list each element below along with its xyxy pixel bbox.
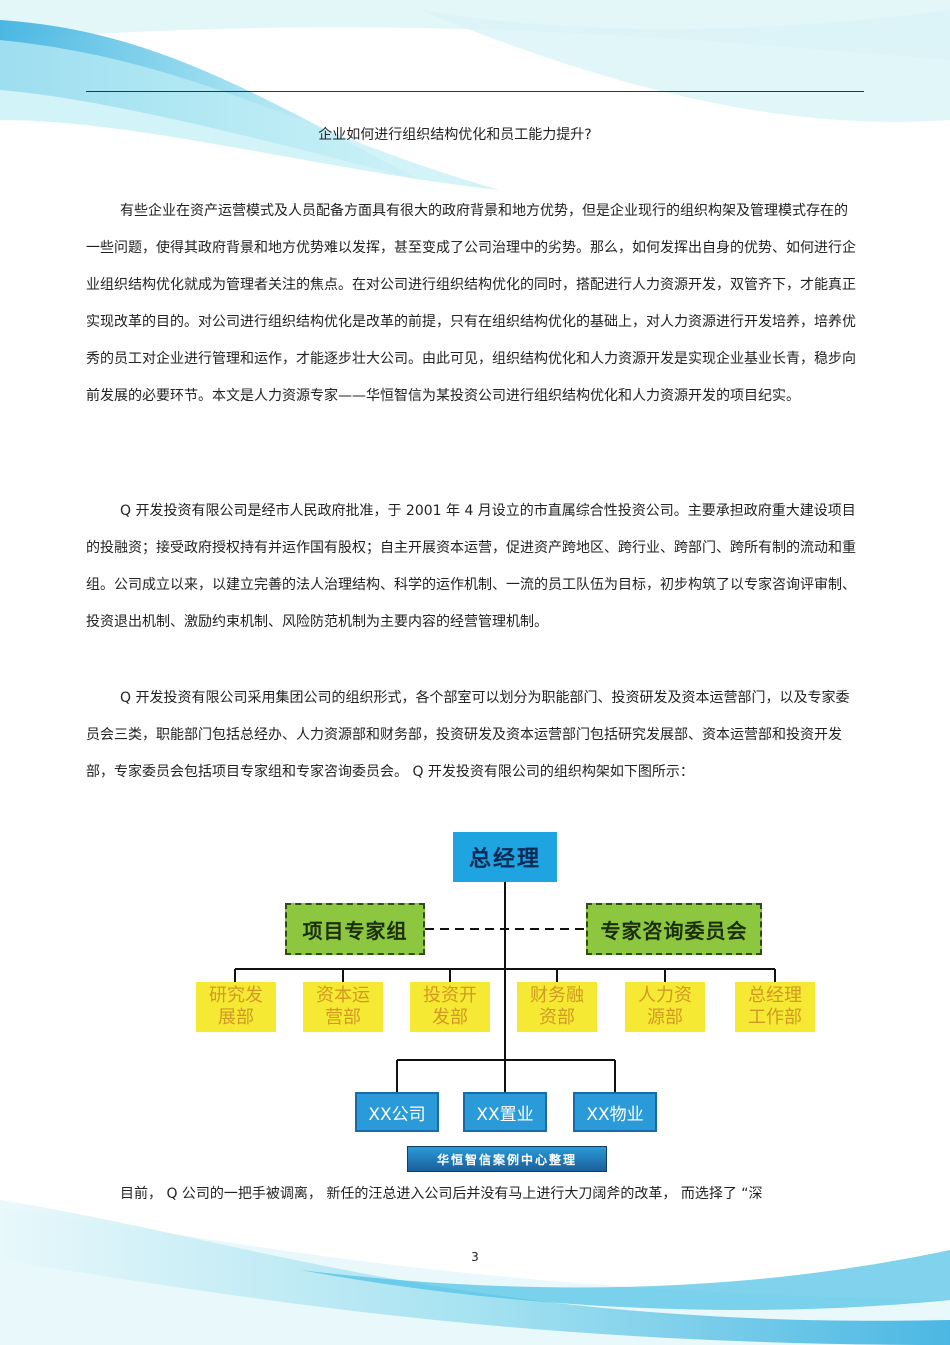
paragraph-text: Q 开发投资有限公司是经市人民政府批准，于 2001 年 4 月设立的市直属综合… <box>86 503 856 630</box>
document-title: 企业如何进行组织结构优化和员工能力提升? <box>318 127 592 143</box>
header-rule <box>86 91 864 92</box>
org-chart-caption: 华恒智信案例中心整理 <box>407 1146 607 1172</box>
org-node-dept-finance: 财务融资部 <box>517 982 597 1032</box>
org-node-dept-hr: 人力资源部 <box>625 982 705 1032</box>
org-node-dept-investment-dev: 投资开发部 <box>410 982 490 1032</box>
paragraph-current: 目前， Q 公司的一把手被调离， 新任的汪总进入公司后并没有马上进行大刀阔斧的改… <box>86 1176 856 1213</box>
org-node-general-manager: 总经理 <box>453 832 557 882</box>
org-node-dept-capital-ops: 资本运营部 <box>303 982 383 1032</box>
org-node-dept-research: 研究发展部 <box>196 982 276 1032</box>
org-node-dept-gm-office: 总经理工作部 <box>735 982 815 1032</box>
page-number: 3 <box>471 1250 479 1264</box>
paragraph-text: 有些企业在资产运营模式及人员配备方面具有很大的政府背景和地方优势，但是企业现行的… <box>86 203 856 404</box>
paragraph-text: 目前， Q 公司的一把手被调离， 新任的汪总进入公司后并没有马上进行大刀阔斧的改… <box>120 1186 763 1202</box>
org-node-subsidiary-realestate: XX置业 <box>463 1092 547 1132</box>
paragraph-intro: 有些企业在资产运营模式及人员配备方面具有很大的政府背景和地方优势，但是企业现行的… <box>86 193 856 415</box>
org-node-expert-advisory-committee: 专家咨询委员会 <box>586 903 762 955</box>
paragraph-company: Q 开发投资有限公司是经市人民政府批准，于 2001 年 4 月设立的市直属综合… <box>86 493 856 641</box>
org-chart: 总经理 项目专家组 专家咨询委员会 研究发展部 资本运营部 投资开发部 财务融资… <box>190 828 830 1180</box>
org-node-subsidiary-company: XX公司 <box>355 1092 439 1132</box>
org-chart-connectors <box>234 882 776 1092</box>
org-node-subsidiary-property: XX物业 <box>573 1092 657 1132</box>
paragraph-text: Q 开发投资有限公司采用集团公司的组织形式，各个部室可以划分为职能部门、投资研发… <box>86 690 850 780</box>
paragraph-structure: Q 开发投资有限公司采用集团公司的组织形式，各个部室可以划分为职能部门、投资研发… <box>86 680 856 791</box>
org-node-project-expert-group: 项目专家组 <box>285 903 425 955</box>
